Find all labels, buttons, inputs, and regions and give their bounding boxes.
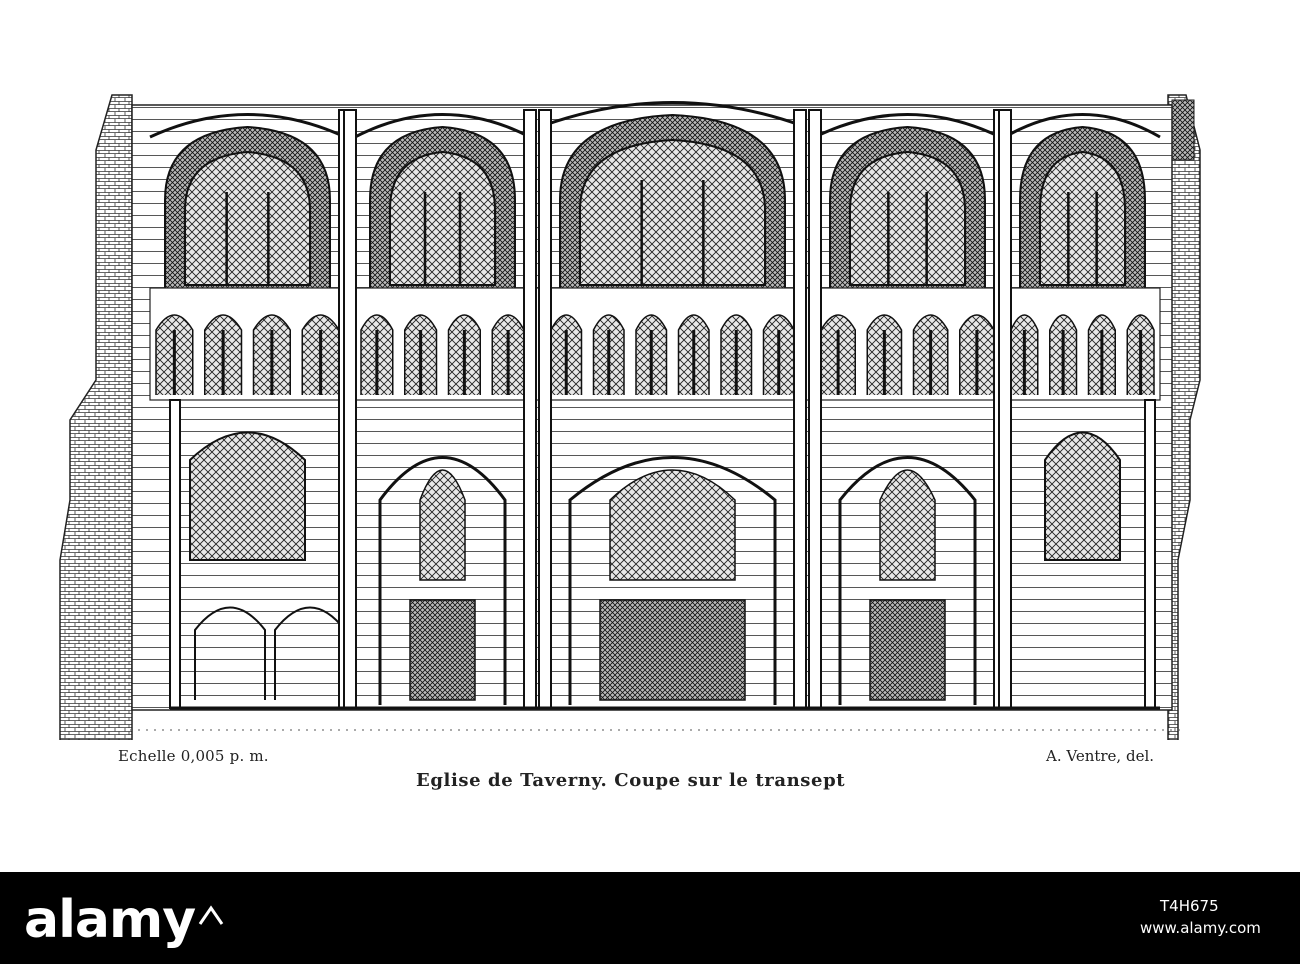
clerestory-window	[1039, 150, 1126, 286]
vault-arch	[354, 113, 531, 139]
ground-arch	[378, 456, 507, 705]
draughtsman-credit: A. Ventre, del.	[1046, 747, 1155, 765]
site-url: www.alamy.com	[1140, 919, 1261, 937]
clerestory-window	[579, 138, 766, 286]
inner-window	[419, 469, 466, 581]
pier-shaft	[523, 109, 537, 709]
aisle-window	[189, 431, 306, 561]
pier-shaft	[1144, 399, 1156, 709]
blind-arch	[194, 606, 266, 700]
pier-shaft	[808, 109, 822, 709]
left-buttress	[59, 94, 133, 740]
pier-shaft	[343, 109, 357, 709]
brand-logo: alamy	[24, 890, 196, 950]
vault-arch	[1004, 113, 1161, 139]
doorway-panel	[599, 599, 746, 701]
engraving-plate: Echelle 0,005 p. m. A. Ventre, del. Egli…	[59, 94, 1201, 791]
brand-mark-icon	[198, 905, 224, 925]
image-id: T4H675	[1160, 897, 1219, 915]
scale-caption: Echelle 0,005 p. m.	[118, 747, 269, 765]
pier-shaft	[793, 109, 807, 709]
vault-arch	[814, 113, 1001, 139]
ground-arch	[838, 456, 977, 705]
aisle-window	[1044, 431, 1121, 561]
pier-shaft	[169, 399, 181, 709]
doorway-panel	[869, 599, 946, 701]
plate-title: Eglise de Taverny. Coupe sur le transept	[416, 770, 846, 791]
ground-arch	[568, 456, 777, 705]
clerestory-window	[184, 150, 311, 286]
inner-window	[879, 469, 936, 581]
pier-shaft	[538, 109, 552, 709]
cathedral-section-drawing	[59, 94, 1201, 740]
vault-arch	[544, 101, 801, 127]
doorway-panel	[409, 599, 476, 701]
vault-arch	[149, 113, 346, 139]
watermark-bar: alamy T4H675 www.alamy.com	[0, 872, 1300, 964]
inner-window	[609, 469, 736, 581]
clerestory-window	[849, 150, 966, 286]
pier-shaft	[998, 109, 1012, 709]
right-buttress	[1167, 94, 1201, 740]
clerestory-window	[389, 150, 496, 286]
